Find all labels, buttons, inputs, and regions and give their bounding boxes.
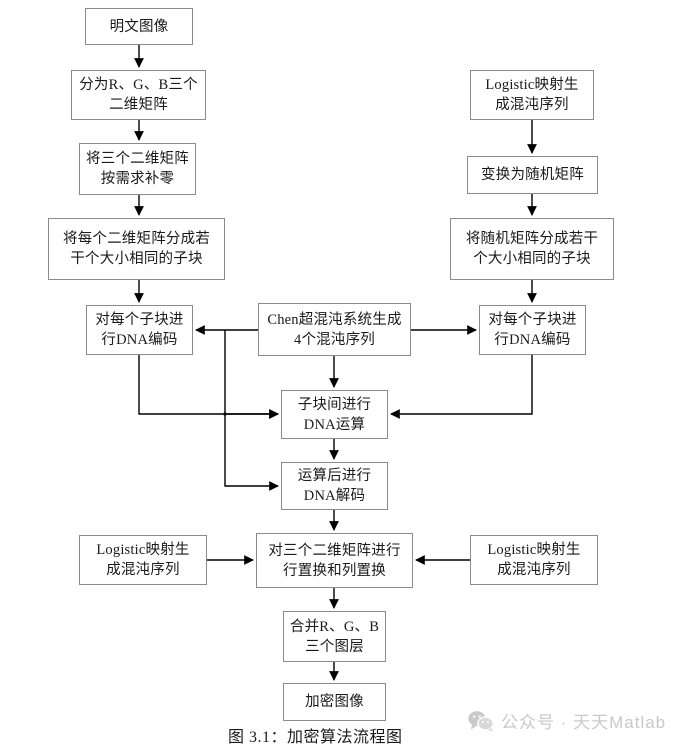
node-permute-matrix: 对三个二维矩阵进行 行置换和列置换 [256,533,413,588]
node-split-blocks-left: 将每个二维矩阵分成若 干个大小相同的子块 [48,218,225,280]
wechat-icon [468,710,494,732]
junction-dot [223,412,227,416]
node-dna-operation: 子块间进行 DNA运算 [281,390,388,439]
node-dna-encode-left: 对每个子块进 行DNA编码 [86,305,193,355]
node-split-rgb: 分为R、G、B三个 二维矩阵 [71,70,206,120]
node-dna-decode: 运算后进行 DNA解码 [281,462,388,510]
edge-dnaencode-right-to-operation [390,355,533,419]
figure-caption: 图 3.1：加密算法流程图 [228,729,403,746]
node-plain-image: 明文图像 [85,8,193,45]
node-cipher-image: 加密图像 [283,683,386,721]
node-merge-rgb: 合并R、G、B 三个图层 [283,611,386,662]
node-logistic-left-bottom: Logistic映射生 成混沌序列 [79,535,207,585]
node-dna-encode-right: 对每个子块进 行DNA编码 [479,305,586,355]
node-split-blocks-right: 将随机矩阵分成若干 个大小相同的子块 [450,218,614,280]
edge-dnaencode-left-to-operation [138,355,279,419]
node-to-random-matrix: 变换为随机矩阵 [467,156,598,194]
watermark: 公众号 · 天天Matlab [468,708,666,733]
node-logistic-right-bottom: Logistic映射生 成混沌序列 [470,535,598,585]
edge-chen-branch-to-dnadecode [224,414,279,491]
node-chen-hyperchaos: Chen超混沌系统生成 4个混沌序列 [258,303,411,356]
node-logistic-right-top: Logistic映射生 成混沌序列 [470,70,594,120]
node-zero-pad: 将三个二维矩阵 按需求补零 [79,143,196,195]
watermark-text: 公众号 · 天天Matlab [501,713,667,732]
